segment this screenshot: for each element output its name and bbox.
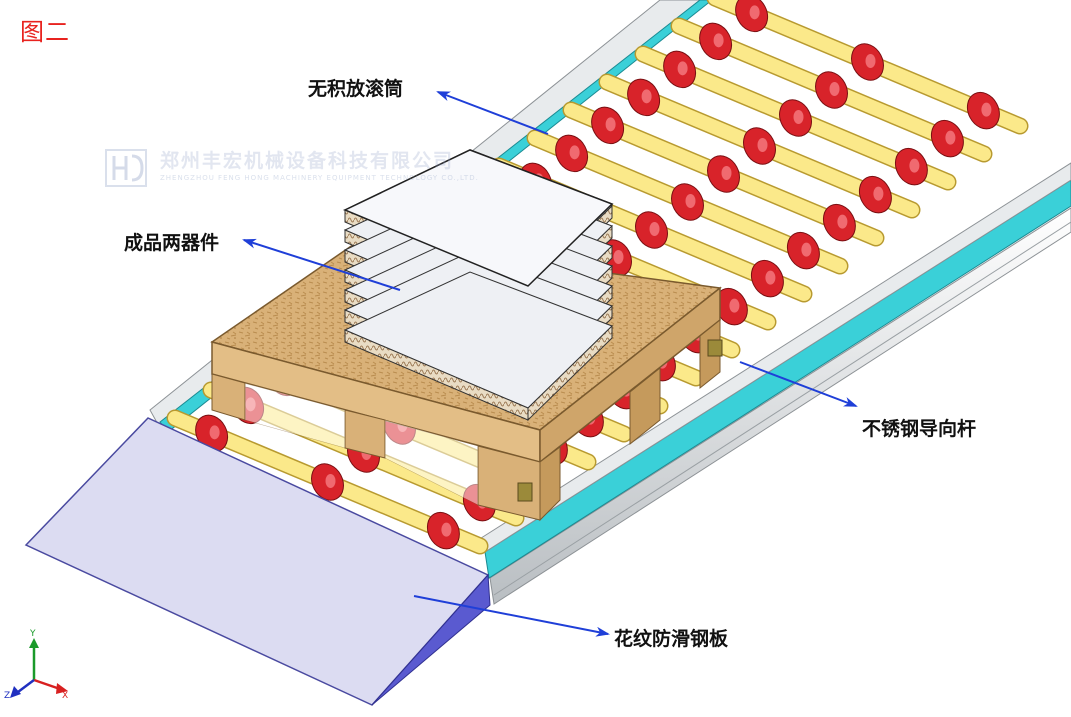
axis-y-label: Y <box>29 629 36 639</box>
roller-wheel-hub <box>721 166 732 180</box>
roller-wheel-hub <box>801 242 812 257</box>
roller-wheel-hub <box>325 474 336 488</box>
product-top-cover <box>343 149 614 287</box>
axis-z-label: Z <box>4 691 10 701</box>
arrow-checker-steel-plate <box>413 595 610 637</box>
roller-wheel-hub <box>909 158 920 173</box>
right-side-frame <box>477 162 1071 605</box>
callout-finished-product: 成品两器件 <box>124 232 220 254</box>
roller-wheel-hub <box>713 33 724 48</box>
roller-wheel-hub <box>685 194 696 208</box>
callout-accumulation-roller: 无积放滚筒 <box>308 78 404 100</box>
axis-triad: Y X Z <box>4 629 68 701</box>
roller-wheel-hub <box>677 61 688 76</box>
axis-x-label: X <box>62 691 68 701</box>
roller-wheel-hub <box>981 102 992 117</box>
roller-wheel-hub <box>757 138 768 152</box>
roller-wheel-hub <box>649 222 660 236</box>
arrow-stainless-guide-rod <box>739 361 858 407</box>
callout-stainless-guide-rod: 不锈钢导向杆 <box>862 418 977 440</box>
roller-red-wheel <box>735 0 769 33</box>
roller-wheel-hub <box>729 298 740 313</box>
roller-wheel-hub <box>793 110 804 124</box>
callout-checker-steel-plate: 花纹防滑钢板 <box>614 628 729 650</box>
roller-wheel-hub <box>749 5 760 20</box>
roller-wheel-hub <box>641 89 652 104</box>
roller-wheel-hub <box>613 250 624 264</box>
roller-wheel-hub <box>945 130 956 145</box>
roller-wheel-hub <box>605 117 616 132</box>
roller-wheel-hub <box>865 54 876 68</box>
roller-wheel-hub <box>829 82 840 96</box>
company-watermark-logo <box>105 149 147 187</box>
product-fin-edge <box>527 324 613 422</box>
figure-label: 图二 <box>20 18 70 46</box>
roller-wheel-hub <box>209 425 220 440</box>
roller-wheel-hub <box>873 186 884 201</box>
arrow-accumulation-roller <box>436 91 549 135</box>
roller-wheel-hub <box>837 214 848 229</box>
company-watermark-en: ZHENGZHOU FENG HONG MACHINERY EQUIPMENT … <box>160 174 479 182</box>
arrow-finished-product <box>242 238 401 291</box>
company-watermark-cn: 郑州丰宏机械设备科技有限公司 <box>160 150 455 172</box>
callout-arrows <box>242 91 858 637</box>
checker-steel-plate <box>24 417 491 706</box>
roller-wheel-hub <box>569 145 580 160</box>
roller-wheel-hub <box>765 270 776 285</box>
roller-wheel-hub <box>441 522 452 537</box>
finished-product-stack <box>343 149 614 422</box>
